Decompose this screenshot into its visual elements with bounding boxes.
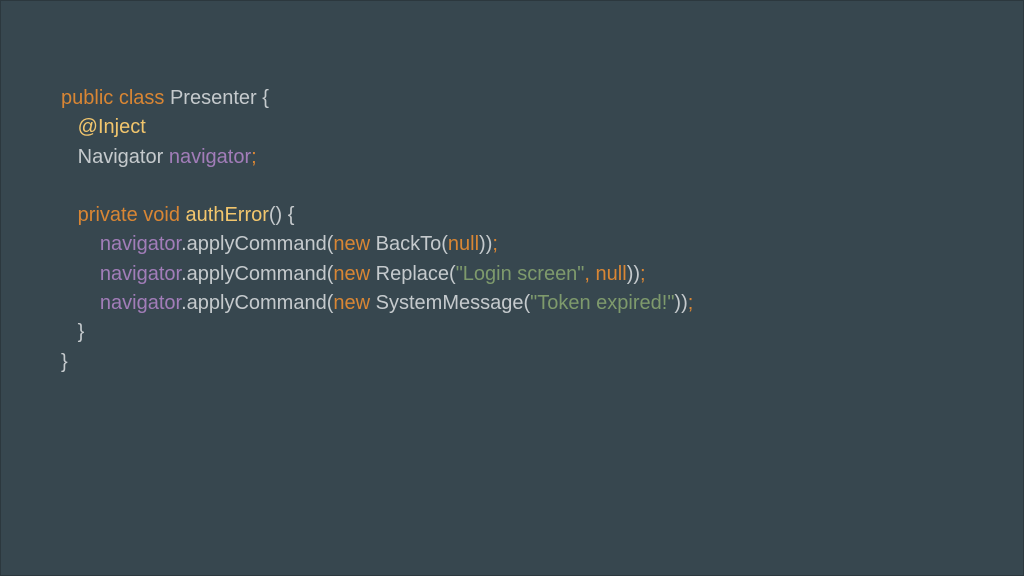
- code-token: () {: [268, 204, 295, 227]
- code-token: [61, 233, 100, 255]
- code-block: public class Presenter { @Inject Navigat…: [61, 84, 693, 377]
- code-token: .applyCommand(: [181, 233, 334, 256]
- code-token: null: [447, 233, 480, 256]
- code-token: new: [333, 233, 371, 256]
- code-token: [61, 116, 78, 138]
- code-token: [61, 204, 78, 226]
- code-token: @Inject: [77, 116, 146, 139]
- code-line: private void authError() {: [61, 201, 693, 230]
- code-token: Navigator: [61, 145, 169, 168]
- code-token: SystemMessage(: [370, 292, 531, 315]
- code-token: new: [333, 292, 371, 315]
- code-token: navigator: [99, 262, 182, 285]
- code-line: navigator.applyCommand(new SystemMessage…: [61, 289, 693, 318]
- code-token: }: [61, 321, 85, 344]
- code-line: }: [61, 348, 693, 377]
- code-token: .applyCommand(: [181, 292, 334, 315]
- code-token: Replace(: [370, 262, 456, 285]
- code-token: .applyCommand(: [181, 262, 334, 285]
- code-token: "Login screen": [455, 262, 585, 285]
- code-line: }: [61, 318, 693, 347]
- code-token: [61, 263, 100, 285]
- code-token: "Token expired!": [530, 292, 675, 315]
- code-line: [61, 172, 693, 201]
- code-token: ;: [251, 145, 257, 168]
- code-token: BackTo(: [370, 233, 448, 256]
- code-token: new: [333, 262, 371, 285]
- code-line: public class Presenter {: [61, 84, 693, 113]
- code-token: navigator: [99, 292, 182, 315]
- code-token: navigator: [99, 233, 182, 256]
- code-token: ,: [584, 262, 596, 285]
- code-line: Navigator navigator;: [61, 143, 693, 172]
- code-line: navigator.applyCommand(new BackTo(null))…: [61, 230, 693, 259]
- code-token: private void: [77, 204, 180, 227]
- code-token: ;: [640, 262, 646, 285]
- code-line: navigator.applyCommand(new Replace("Logi…: [61, 260, 693, 289]
- code-token: null: [595, 262, 627, 285]
- code-token: )): [626, 262, 641, 285]
- code-token: navigator: [168, 145, 252, 168]
- code-token: )): [479, 233, 493, 256]
- code-token: public class: [61, 87, 165, 109]
- code-token: Presenter {: [164, 87, 269, 109]
- code-token: ;: [687, 292, 694, 315]
- code-token: )): [674, 292, 688, 315]
- code-token: }: [61, 350, 68, 373]
- code-line: @Inject: [61, 113, 693, 142]
- code-token: authError: [185, 204, 269, 227]
- code-token: [61, 292, 100, 314]
- code-token: ;: [492, 233, 498, 256]
